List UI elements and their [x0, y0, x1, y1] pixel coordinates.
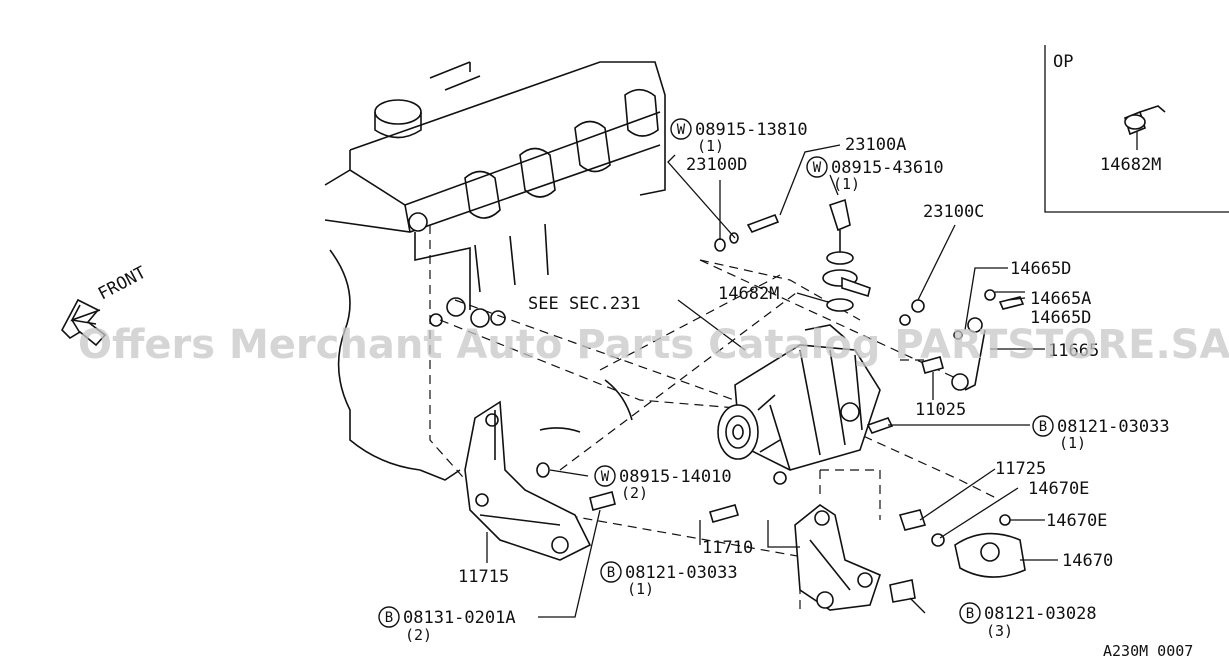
- callout-w-08915-13810[interactable]: W 08915-13810 (1): [670, 118, 808, 155]
- part-label-23100D[interactable]: 23100D: [686, 155, 747, 175]
- b-marker-circle: [959, 602, 981, 624]
- part-label-11025[interactable]: 11025: [915, 400, 966, 420]
- callout-b-08121-03033-right[interactable]: B 08121-03033 (1): [1032, 415, 1170, 452]
- part-label-11715[interactable]: 11715: [458, 567, 509, 587]
- inset-part-number: 14682M: [1100, 155, 1161, 175]
- callout-b-08121-03028[interactable]: B 08121-03028 (3): [959, 602, 1097, 640]
- part-label-14670E-upper[interactable]: 14670E: [1028, 479, 1089, 499]
- b-marker: B: [607, 565, 615, 581]
- part-qty: (2): [405, 626, 432, 644]
- part-code: 08915-14010: [619, 467, 732, 487]
- part-code: 08915-43610: [831, 158, 944, 178]
- w-marker-circle: [594, 465, 616, 487]
- b-marker-circle: [1032, 415, 1054, 437]
- b-marker: B: [966, 606, 974, 622]
- part-code: 08915-13810: [695, 120, 808, 140]
- b-marker: B: [1039, 419, 1047, 435]
- leader-lines: [486, 144, 1058, 618]
- part-qty: (1): [1059, 434, 1086, 452]
- small-parts-drawing: [536, 198, 1026, 603]
- inset-panel-op: OP 14682M: [1044, 45, 1229, 213]
- part-label-11710[interactable]: 11710: [702, 538, 753, 558]
- part-label-23100A[interactable]: 23100A: [845, 135, 906, 155]
- w-marker-circle: [806, 156, 828, 178]
- front-label: FRONT: [95, 263, 150, 305]
- inset-title: OP: [1053, 52, 1073, 72]
- part-label-14665D-upper[interactable]: 14665D: [1010, 259, 1071, 279]
- part-label-23100C[interactable]: 23100C: [923, 202, 984, 222]
- callouts: W 08915-13810 (1) 23100A 23100D W 08915-…: [378, 118, 1170, 644]
- w-marker: W: [813, 160, 822, 176]
- alternator-drawing: [717, 324, 881, 485]
- part-qty: (1): [833, 175, 860, 193]
- part-label-14682M[interactable]: 14682M: [718, 284, 779, 304]
- b-marker-circle: [378, 606, 400, 628]
- bracket-11710-drawing: [794, 504, 881, 611]
- part-qty: (2): [621, 484, 648, 502]
- part-code: 08121-03033: [1057, 417, 1170, 437]
- part-label-11665[interactable]: 11665: [1048, 341, 1099, 361]
- watermark: Offers Merchant Auto Parts Catalog PARTS…: [78, 322, 1229, 368]
- part-label-14665A[interactable]: 14665A: [1030, 289, 1091, 309]
- part-label-11725[interactable]: 11725: [995, 459, 1046, 479]
- b-marker: B: [385, 610, 393, 626]
- part-qty: (1): [627, 580, 654, 598]
- callout-b-08121-03033-left[interactable]: B 08121-03033 (1): [600, 561, 738, 598]
- part-code: 08121-03033: [625, 563, 738, 583]
- w-marker: W: [677, 122, 686, 138]
- part-qty: (1): [697, 137, 724, 155]
- part-qty: (3): [986, 622, 1013, 640]
- engine-block-drawing: [324, 61, 666, 481]
- part-code: 08121-03028: [984, 604, 1097, 624]
- w-marker-circle: [670, 118, 692, 140]
- part-code: 08131-0201A: [403, 608, 516, 628]
- callout-w-08915-14010[interactable]: W 08915-14010 (2): [594, 465, 732, 502]
- see-section-note[interactable]: SEE SEC.231: [528, 294, 641, 314]
- figure-id: A230M 0007: [1103, 642, 1193, 660]
- w-marker: W: [601, 469, 610, 485]
- part-label-14670[interactable]: 14670: [1062, 551, 1113, 571]
- callout-b-08131-0201A[interactable]: B 08131-0201A (2): [378, 606, 516, 644]
- bracket-11715-drawing: [464, 400, 592, 561]
- callout-w-08915-43610[interactable]: W 08915-43610 (1): [806, 156, 944, 193]
- part-label-14665D-lower[interactable]: 14665D: [1030, 308, 1091, 328]
- b-marker-circle: [600, 561, 622, 583]
- part-label-14670E-lower[interactable]: 14670E: [1046, 511, 1107, 531]
